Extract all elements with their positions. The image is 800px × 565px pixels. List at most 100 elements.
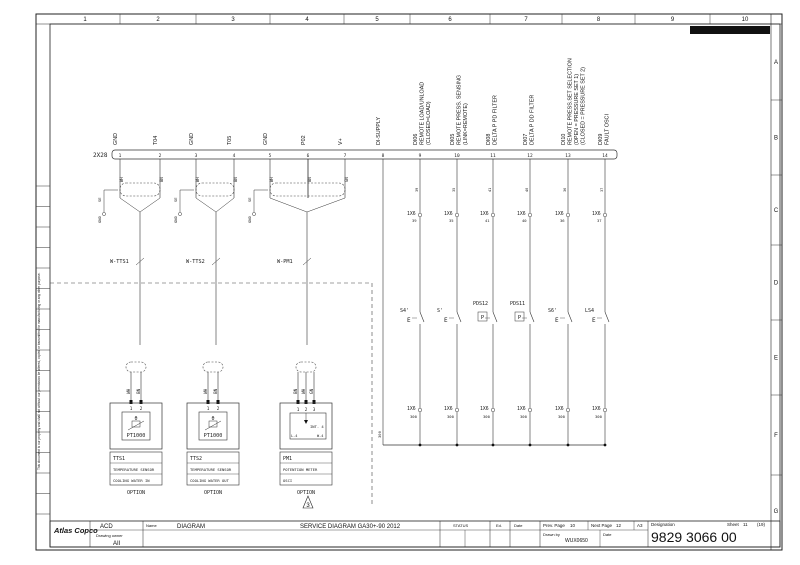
digital-input-wiring: 300391X639S4'E1X6300351X635S'E1X6300411X…: [377, 159, 610, 447]
row-label: G: [774, 509, 779, 515]
sensor-desc: OSCI: [283, 478, 292, 483]
terminal-tag: 1X6: [555, 406, 564, 412]
signal-label: T04: [153, 136, 159, 145]
switch-label: PDS12: [473, 301, 488, 307]
prev-page: 10: [570, 523, 576, 528]
wire-color: GN: [344, 177, 349, 182]
cable-label: W-PM1: [277, 259, 293, 265]
wire: [211, 257, 221, 266]
terminal-tag: 1X6: [517, 406, 526, 412]
wire-color: BN: [159, 177, 164, 182]
column-label: 9: [671, 17, 675, 23]
switch-gap: [529, 312, 531, 324]
terminal-icon: [454, 407, 460, 413]
terminal-icon: [527, 212, 533, 218]
wire: [139, 197, 161, 213]
resistor-icon: [131, 420, 141, 428]
wire: [456, 311, 462, 323]
terminal-tag: 1X6: [480, 406, 489, 412]
terminal-number: 35: [452, 188, 456, 192]
junction-dot: [528, 443, 532, 447]
signal-label: GND: [113, 133, 119, 145]
wire-color: BN: [136, 388, 142, 394]
switch-actuator-icon: E: [592, 317, 596, 324]
description-box: [109, 451, 163, 486]
row-label: B: [774, 136, 778, 142]
signal-desc1: DELTA P DD FILTER: [530, 95, 536, 145]
wire-ferrule: [304, 400, 308, 404]
connector-pin: 14: [602, 153, 608, 159]
connector-pin: 5: [269, 153, 272, 159]
connector-pin: 2: [159, 153, 162, 159]
wire-color: GN: [309, 388, 315, 394]
switch-gap: [456, 312, 458, 324]
cable-label: W-TTS1: [110, 259, 129, 265]
terminal-icon: [454, 212, 460, 218]
wire-color: BN: [307, 177, 312, 182]
column-label: 3: [231, 17, 235, 23]
signal-desc1: REMOTE PRESS. SENSING: [457, 75, 463, 145]
signal-desc1: DELTA P PD FILTER: [493, 95, 499, 145]
signal-label: DI07: [523, 134, 529, 145]
signal-desc2: (CLOSED=LOAD): [426, 101, 432, 145]
wire: [302, 257, 312, 266]
junction-dot: [455, 443, 459, 447]
status-label: STATUS: [453, 523, 469, 528]
connector-pin: 4: [233, 153, 236, 159]
terminal-number: 37: [600, 188, 604, 192]
switch-gap: [567, 312, 569, 324]
signal-desc1: FAULT OSCI: [605, 114, 611, 145]
option-label: OPTION: [204, 490, 222, 496]
edition-label: Ed.: [496, 523, 502, 528]
switch-label: S6': [548, 308, 557, 314]
sensor-tag: PM1: [283, 456, 292, 462]
terminal-tag: 1X6: [555, 211, 564, 217]
terminal-pin: 1: [130, 406, 133, 412]
connector-pin: 13: [565, 153, 571, 159]
wire-color: WH: [126, 388, 132, 394]
terminal-icon: [490, 212, 496, 218]
wire-ferrule: [129, 400, 133, 404]
pot-inner: INT. 4: [310, 424, 324, 429]
wire: [419, 311, 425, 323]
column-label: 5: [375, 17, 379, 23]
outer-frame: [35, 13, 783, 551]
signal-label: P02: [301, 135, 307, 145]
wire-color: WH: [119, 177, 124, 182]
terminal-icon: [417, 407, 423, 413]
terminal-number: 35: [449, 218, 454, 223]
pot-corner: W-4: [317, 434, 323, 438]
switch-label: S4': [400, 308, 409, 314]
sensor-box: [279, 402, 333, 450]
sensor-box: [109, 402, 163, 450]
wire-color: WH: [301, 388, 307, 394]
terminal-pin: 2: [140, 406, 143, 412]
next-page-label: Next Page: [591, 523, 613, 528]
wire-ferrule: [206, 400, 210, 404]
sensor-type: PT1000: [127, 433, 146, 439]
sensor-tag: TTS1: [113, 456, 125, 462]
cable-label: W-TTS2: [186, 259, 205, 265]
pressure-switch-icon: [477, 311, 488, 322]
sensor-tag: TTS2: [190, 456, 202, 462]
ground-terminal-icon: [252, 212, 256, 216]
terminal-icon: [602, 407, 608, 413]
row-label: A: [774, 60, 778, 66]
terminal-number: 300: [520, 414, 528, 419]
junction-dot: [603, 443, 607, 447]
signal-desc1: REMOTE LOAD/UNLOAD: [420, 82, 426, 145]
terminal-tag: 1X6: [444, 406, 453, 412]
sensor-box: [186, 402, 240, 450]
terminal-number: 41: [488, 188, 492, 192]
wire-ferrule: [216, 400, 220, 404]
terminal-number: 41: [485, 218, 490, 223]
next-page: 12: [616, 523, 622, 528]
cable-shield: [195, 182, 235, 197]
note-ref: 3: [306, 503, 310, 509]
signal-desc2: (OPEN = PRESSURE SET 1): [574, 74, 580, 145]
